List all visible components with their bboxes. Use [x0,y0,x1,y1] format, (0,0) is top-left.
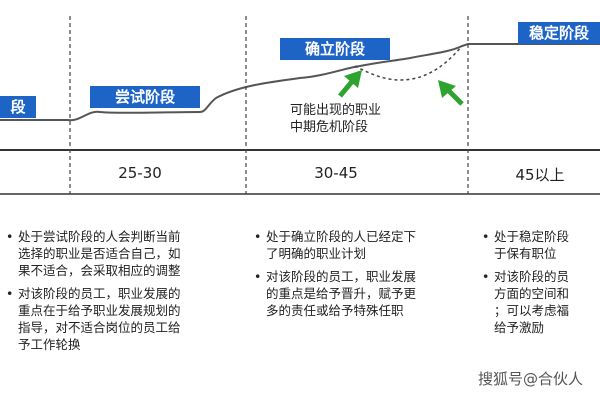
bullet-line: 处于稳定阶段 [494,229,570,244]
watermark: 搜狐号@合伙人 [478,370,584,388]
stage-label-1: 段 [0,96,36,118]
bullet-line: 对该阶段的员 [494,269,570,284]
bullet-line: 给予激励 [494,320,545,335]
bullet-line: 多的责任或给予特殊任职 [266,303,404,318]
bullet-item: 处于尝试阶段的人会判断当前 选择的职业是否适合自己，如 果不适合，会采取相应的调… [6,228,238,279]
description-column-3: 处于稳定阶段 于保有职位 对该阶段的员 方面的空间和 ；可以考虑福 给予激励 [482,228,600,342]
crisis-note-line-1: 可能出现的职业 [290,103,382,118]
description-column-2: 处于确立阶段的人已经定下 了明确的职业计划 对该阶段的员工，职业发展 的重点是给… [254,228,466,325]
bullet-line: 于保有职位 [494,246,557,261]
bullet-item: 对该阶段的员工，职业发展的 重点在于给予职业发展规划的 指导，对不适合岗位的员工… [6,285,238,353]
bullet-item: 对该阶段的员工，职业发展 的重点是给予晋升，赋予更 多的责任或给予特殊任职 [254,268,466,319]
career-curve [0,43,600,122]
bullet-line: 对该阶段的员工，职业发展的 [18,286,181,301]
bullet-item: 对该阶段的员 方面的空间和 ；可以考虑福 给予激励 [482,268,600,336]
bullet-line: 指导，对不适合岗位的员工给 [18,320,181,335]
bullet-line: 果不适合，会采取相应的调整 [18,263,181,278]
bullet-item: 处于稳定阶段 于保有职位 [482,228,600,262]
bullet-line: 处于尝试阶段的人会判断当前 [18,229,181,244]
bullet-line: 方面的空间和 [494,286,570,301]
arrow-up-left-icon [438,80,464,106]
bullet-line: 的重点是给予晋升，赋予更 [266,286,417,301]
arrow-up-right-icon [338,70,362,98]
bullet-line: 了明确的职业计划 [266,246,367,261]
bullet-item: 处于确立阶段的人已经定下 了明确的职业计划 [254,228,466,262]
bullet-line: 处于确立阶段的人已经定下 [266,229,417,244]
bullet-line: 对该阶段的员工，职业发展 [266,269,417,284]
stage-label-4: 稳定阶段 [518,22,600,44]
bullet-line: 重点在于给予职业发展规划的 [18,303,181,318]
bullet-line: ；可以考虑福 [494,303,570,318]
bullet-line: 予工作轮换 [18,337,81,352]
age-label-1: 25-30 [118,164,162,182]
age-label-3: 45以上 [515,166,565,184]
crisis-note: 可能出现的职业 中期危机阶段 [290,102,440,136]
stage-label-3: 确立阶段 [280,38,390,60]
description-column-1: 处于尝试阶段的人会判断当前 选择的职业是否适合自己，如 果不适合，会采取相应的调… [6,228,238,359]
crisis-note-line-2: 中期危机阶段 [290,120,369,135]
stage-label-2: 尝试阶段 [90,86,200,108]
bullet-line: 选择的职业是否适合自己，如 [18,246,181,261]
age-label-2: 30-45 [314,164,358,182]
